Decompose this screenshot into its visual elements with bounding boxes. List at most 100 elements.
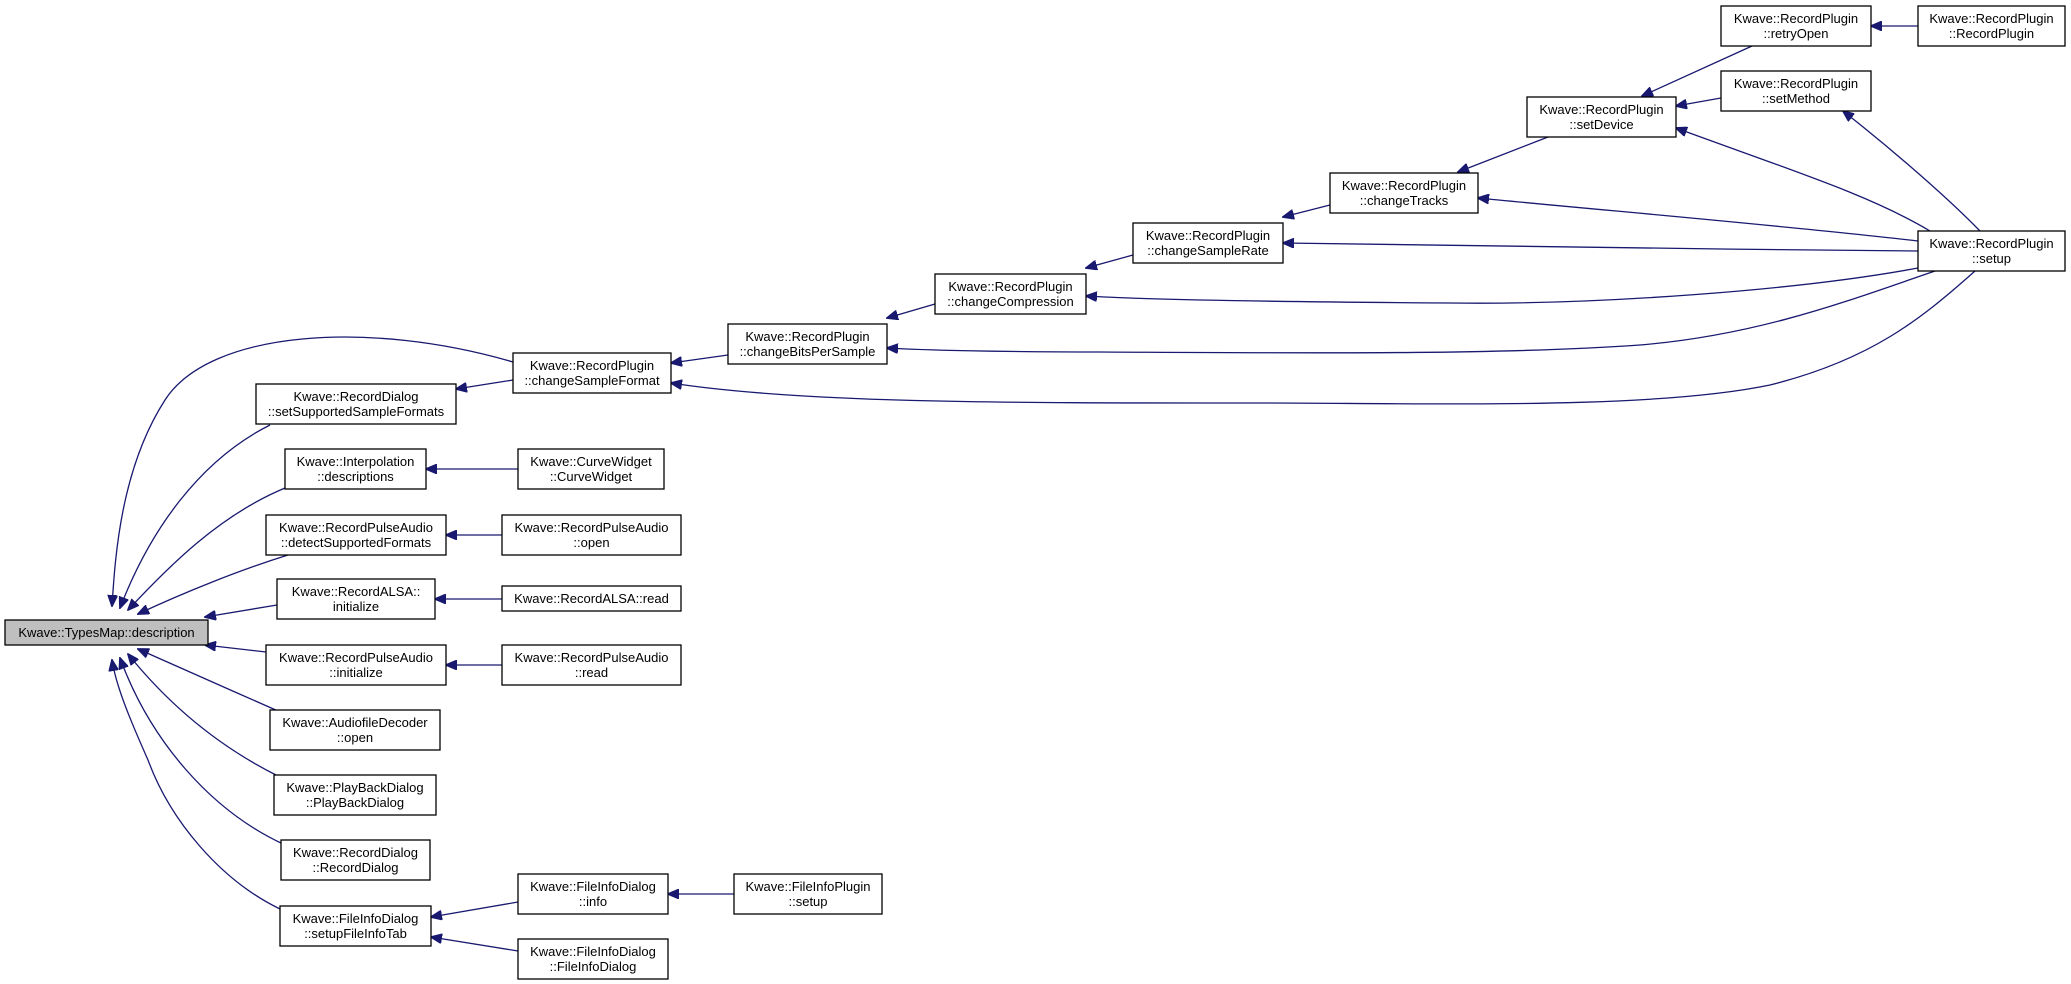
node-box bbox=[501, 585, 682, 612]
edge-fid_setupTab-to-description bbox=[112, 660, 281, 910]
node-box bbox=[276, 578, 436, 620]
node-box bbox=[1917, 5, 2066, 47]
node-label-line: Kwave::RecordALSA::read bbox=[514, 591, 669, 606]
node-rp_changeCompression[interactable]: Kwave::RecordPlugin::changeCompression bbox=[934, 273, 1087, 315]
node-label-line: Kwave::FileInfoDialog bbox=[530, 944, 656, 959]
node-label-line: Kwave::RecordPlugin bbox=[745, 329, 869, 344]
node-rp_changeTracks[interactable]: Kwave::RecordPlugin::changeTracks bbox=[1329, 172, 1479, 214]
node-box bbox=[273, 774, 437, 816]
node-label-line: Kwave::TypesMap::description bbox=[18, 625, 194, 640]
node-label-line: Kwave::CurveWidget bbox=[530, 454, 652, 469]
node-rp_changeSampleRate[interactable]: Kwave::RecordPlugin::changeSampleRate bbox=[1132, 222, 1284, 264]
node-rd_setSupported[interactable]: Kwave::RecordDialog::setSupportedSampleF… bbox=[255, 383, 457, 425]
node-label-line: Kwave::RecordPlugin bbox=[1734, 11, 1858, 26]
node-interp_desc[interactable]: Kwave::Interpolation::descriptions bbox=[284, 448, 427, 490]
node-label-line: ::RecordPlugin bbox=[1949, 26, 2034, 41]
edge-rp_setup-to-rp_changeBits bbox=[887, 270, 1936, 353]
node-label-line: ::changeSampleRate bbox=[1147, 243, 1268, 258]
node-box bbox=[280, 839, 431, 881]
node-label-line: Kwave::RecordPulseAudio bbox=[279, 520, 433, 535]
node-label-line: ::setupFileInfoTab bbox=[304, 926, 407, 941]
node-label-line: Kwave::RecordPlugin bbox=[530, 358, 654, 373]
node-box bbox=[1917, 230, 2066, 272]
edge-ralsa_init-to-description bbox=[205, 604, 278, 617]
node-box bbox=[1132, 222, 1284, 264]
node-label-line: ::detectSupportedFormats bbox=[281, 535, 432, 550]
node-box bbox=[727, 323, 888, 365]
node-label-line: ::retryOpen bbox=[1763, 26, 1828, 41]
node-description[interactable]: Kwave::TypesMap::description bbox=[4, 619, 209, 646]
node-rpa_read[interactable]: Kwave::RecordPulseAudio::read bbox=[501, 644, 682, 686]
edge-rd_setSupported-to-description bbox=[120, 424, 271, 608]
node-label-line: ::PlayBackDialog bbox=[306, 795, 404, 810]
node-box bbox=[512, 352, 672, 394]
edge-rp_setup-to-rp_setDevice bbox=[1676, 128, 1931, 232]
node-box bbox=[934, 273, 1087, 315]
node-label-line: Kwave::RecordPlugin bbox=[1734, 76, 1858, 91]
node-rd_ctor[interactable]: Kwave::RecordDialog::RecordDialog bbox=[280, 839, 431, 881]
node-box bbox=[265, 514, 447, 556]
node-rp_changeBits[interactable]: Kwave::RecordPlugin::changeBitsPerSample bbox=[727, 323, 888, 365]
node-rp_retryOpen[interactable]: Kwave::RecordPlugin::retryOpen bbox=[1720, 5, 1872, 47]
node-label-line: Kwave::RecordPulseAudio bbox=[279, 650, 433, 665]
node-box bbox=[501, 514, 682, 556]
node-label-line: Kwave::RecordPlugin bbox=[1929, 11, 2053, 26]
node-label-line: Kwave::RecordPlugin bbox=[1539, 102, 1663, 117]
edge-rp_setup-to-rp_setMethod bbox=[1843, 111, 1981, 232]
node-label-line: ::read bbox=[575, 665, 608, 680]
edge-rp_setDevice-to-rp_changeTracks bbox=[1458, 136, 1549, 172]
edge-rp_changeBits-to-rp_changeSampleFormat bbox=[671, 354, 729, 363]
edge-afd_open-to-description bbox=[138, 649, 279, 712]
node-label-line: Kwave::AudiofileDecoder bbox=[282, 715, 428, 730]
node-rp_changeSampleFormat[interactable]: Kwave::RecordPlugin::changeSampleFormat bbox=[512, 352, 672, 394]
node-rp_setup[interactable]: Kwave::RecordPlugin::setup bbox=[1917, 230, 2066, 272]
node-box bbox=[284, 448, 427, 490]
node-label-line: ::setup bbox=[1972, 251, 2011, 266]
node-rpa_detect[interactable]: Kwave::RecordPulseAudio::detectSupported… bbox=[265, 514, 447, 556]
edge-rp_setMethod-to-rp_setDevice bbox=[1676, 97, 1722, 106]
edges-layer bbox=[112, 26, 1981, 952]
node-rpa_init[interactable]: Kwave::RecordPulseAudio::initialize bbox=[265, 644, 447, 686]
edge-fid_info-to-fid_setupTab bbox=[431, 901, 519, 917]
node-box bbox=[269, 709, 441, 751]
node-label-line: ::changeSampleFormat bbox=[524, 373, 660, 388]
node-rpa_open[interactable]: Kwave::RecordPulseAudio::open bbox=[501, 514, 682, 556]
node-label-line: Kwave::RecordDialog bbox=[293, 389, 418, 404]
node-fid_info[interactable]: Kwave::FileInfoDialog::info bbox=[517, 873, 669, 915]
node-box bbox=[1526, 96, 1677, 138]
nodes-layer: Kwave::TypesMap::descriptionKwave::Recor… bbox=[4, 5, 2066, 980]
node-box bbox=[265, 644, 447, 686]
node-ralsa_read[interactable]: Kwave::RecordALSA::read bbox=[501, 585, 682, 612]
node-ralsa_init[interactable]: Kwave::RecordALSA::initialize bbox=[276, 578, 436, 620]
node-label-line: Kwave::FileInfoDialog bbox=[530, 879, 656, 894]
node-cw_ctor[interactable]: Kwave::CurveWidget::CurveWidget bbox=[517, 448, 665, 490]
edge-interp_desc-to-description bbox=[128, 487, 286, 610]
edge-rp_changeSampleFormat-to-rd_setSupported bbox=[456, 379, 514, 389]
node-fid_ctor[interactable]: Kwave::FileInfoDialog::FileInfoDialog bbox=[517, 938, 669, 980]
edge-rp_setup-to-rp_changeSampleRate bbox=[1283, 243, 1919, 252]
node-rp_setDevice[interactable]: Kwave::RecordPlugin::setDevice bbox=[1526, 96, 1677, 138]
node-pbd_ctor[interactable]: Kwave::PlayBackDialog::PlayBackDialog bbox=[273, 774, 437, 816]
node-box bbox=[517, 448, 665, 490]
node-fid_setupTab[interactable]: Kwave::FileInfoDialog::setupFileInfoTab bbox=[279, 905, 432, 947]
node-afd_open[interactable]: Kwave::AudiofileDecoder::open bbox=[269, 709, 441, 751]
edge-rd_ctor-to-description bbox=[120, 658, 284, 845]
node-rp_ctor[interactable]: Kwave::RecordPlugin::RecordPlugin bbox=[1917, 5, 2066, 47]
node-label-line: Kwave::RecordPulseAudio bbox=[515, 650, 669, 665]
edge-rpa_detect-to-description bbox=[138, 554, 289, 614]
node-label-line: Kwave::FileInfoDialog bbox=[293, 911, 419, 926]
edge-rp_setup-to-rp_changeCompression bbox=[1086, 267, 1919, 304]
edge-rpa_init-to-description bbox=[205, 645, 267, 653]
node-label-line: ::setMethod bbox=[1762, 91, 1830, 106]
node-label-line: ::CurveWidget bbox=[550, 469, 633, 484]
edge-rp_changeSampleFormat-to-description bbox=[112, 336, 514, 606]
node-box bbox=[501, 644, 682, 686]
node-box bbox=[1329, 172, 1479, 214]
node-label-line: Kwave::RecordPulseAudio bbox=[515, 520, 669, 535]
node-label-line: Kwave::FileInfoPlugin bbox=[745, 879, 870, 894]
node-rp_setMethod[interactable]: Kwave::RecordPlugin::setMethod bbox=[1720, 70, 1872, 112]
node-label-line: Kwave::RecordPlugin bbox=[948, 279, 1072, 294]
node-fip_setup[interactable]: Kwave::FileInfoPlugin::setup bbox=[733, 873, 883, 915]
node-label-line: ::setup bbox=[788, 894, 827, 909]
